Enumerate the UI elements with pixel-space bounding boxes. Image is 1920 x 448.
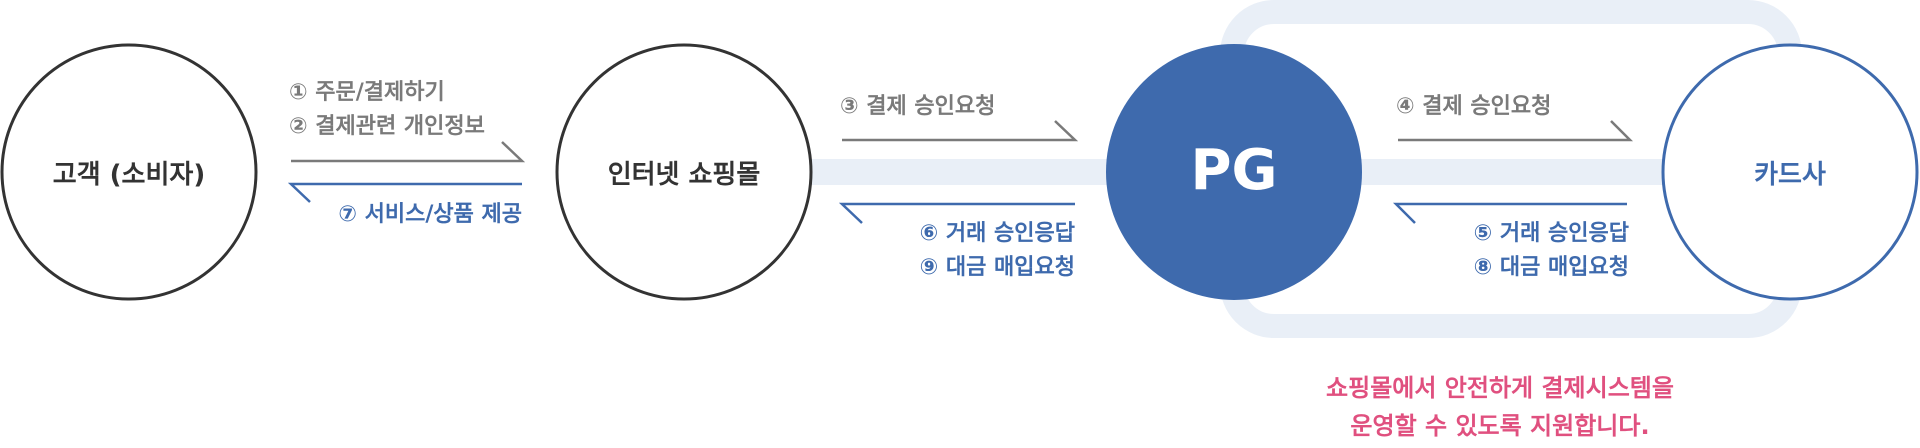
shop-node-circle [555, 43, 813, 301]
arrow-pg-to-shop [838, 202, 1075, 224]
band-pg-card [1360, 159, 1670, 185]
step-1-label: ① 주문/결제하기 [289, 80, 445, 105]
step-5-label: ⑤ 거래 승인응답 [1473, 221, 1629, 246]
pg-node-circle [1106, 44, 1362, 300]
slogan-line-1: 쇼핑몰에서 안전하게 결제시스템을 [1326, 374, 1674, 402]
arrow-shop-to-customer [287, 182, 522, 203]
customer-node-label: 고객 (소비자) [52, 160, 206, 190]
arrow-card-to-pg [1392, 202, 1627, 224]
card-node-label: 카드사 [1754, 160, 1826, 190]
shop-node-label: 인터넷 쇼핑몰 [607, 160, 761, 190]
customer-node-circle [0, 43, 258, 301]
slogan-line-2: 운영할 수 있도록 지원합니다. [1350, 412, 1650, 440]
step-8-label: ⑧ 대금 매입요청 [1473, 255, 1629, 280]
step-9-label: ⑨ 대금 매입요청 [919, 255, 1075, 280]
card-node-circle [1661, 43, 1919, 301]
arrow-shop-to-pg [842, 120, 1079, 142]
band-shop-pg [805, 159, 1115, 185]
arrow-pg-to-card [1398, 120, 1634, 142]
step-3-label: ③ 결제 승인요청 [840, 94, 996, 119]
arrow-customer-to-shop [291, 141, 526, 163]
pg-node-label: PG [1190, 138, 1278, 203]
step-7-label: ⑦ 서비스/상품 제공 [338, 202, 522, 227]
step-6-label: ⑥ 거래 승인응답 [919, 221, 1075, 246]
step-2-label: ② 결제관련 개인정보 [289, 114, 485, 139]
step-4-label: ④ 결제 승인요청 [1396, 94, 1552, 119]
